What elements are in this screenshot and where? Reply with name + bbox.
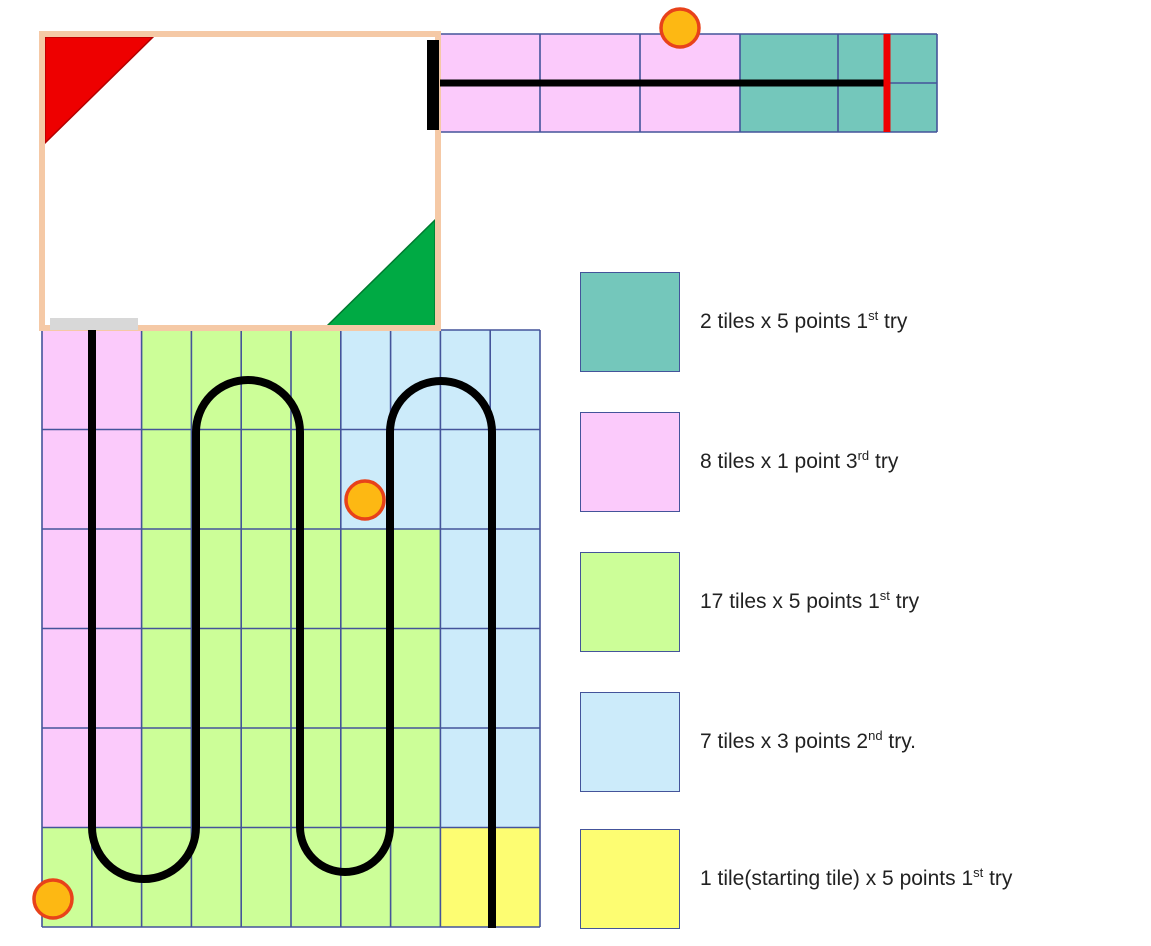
base-area bbox=[39, 31, 441, 331]
tile bbox=[440, 529, 491, 629]
legend-text-ordinal: st bbox=[879, 588, 890, 603]
tile bbox=[42, 728, 92, 828]
legend-swatch bbox=[580, 692, 680, 792]
black-exit-bar bbox=[427, 40, 439, 130]
tile bbox=[241, 728, 291, 828]
legend-item-green: 17 tiles x 5 points 1st try bbox=[580, 552, 1151, 652]
tile bbox=[490, 429, 540, 529]
legend-text-main: 7 tiles x 3 points 2 bbox=[700, 730, 869, 753]
marker-top-strip bbox=[659, 7, 701, 49]
legend-text: 1 tile(starting tile) x 5 points 1st try bbox=[700, 865, 1013, 891]
tile bbox=[490, 529, 540, 629]
tile bbox=[340, 330, 391, 430]
legend-text-ordinal: rd bbox=[857, 448, 870, 463]
legend-text-main: 1 tile(starting tile) x 5 points 1 bbox=[700, 867, 974, 890]
marker-center bbox=[344, 479, 386, 521]
legend-text-suffix: try bbox=[983, 867, 1013, 890]
tile bbox=[141, 330, 192, 430]
tile bbox=[241, 827, 291, 927]
tile bbox=[42, 330, 92, 430]
main-grid bbox=[41, 329, 541, 928]
legend-text: 8 tiles x 1 point 3rd try bbox=[700, 448, 899, 474]
tile bbox=[141, 628, 192, 728]
tile bbox=[91, 429, 142, 529]
tile bbox=[340, 728, 391, 828]
tile bbox=[91, 529, 142, 629]
base-area-fill bbox=[42, 34, 438, 328]
tile bbox=[340, 628, 391, 728]
tile bbox=[241, 529, 291, 629]
legend-text-suffix: try bbox=[869, 450, 899, 473]
tile bbox=[490, 827, 540, 927]
tile bbox=[440, 827, 491, 927]
tile bbox=[490, 728, 540, 828]
tile bbox=[340, 529, 391, 629]
legend-text-ordinal: st bbox=[868, 308, 879, 323]
legend-text-main: 8 tiles x 1 point 3 bbox=[700, 450, 858, 473]
base-area-border bbox=[39, 31, 441, 331]
legend-text-ordinal: nd bbox=[868, 728, 883, 743]
gray-entry-strip bbox=[50, 318, 138, 330]
tile bbox=[241, 628, 291, 728]
legend-text: 17 tiles x 5 points 1st try bbox=[700, 588, 920, 614]
tile bbox=[390, 429, 441, 529]
tile bbox=[340, 827, 391, 927]
tracks bbox=[88, 34, 891, 928]
legend-text-suffix: try bbox=[878, 310, 908, 333]
legend-swatch bbox=[580, 412, 680, 512]
tile bbox=[490, 330, 540, 430]
legend-swatch bbox=[580, 272, 680, 372]
legend-item-blue: 7 tiles x 3 points 2nd try. bbox=[580, 692, 1151, 792]
tile bbox=[440, 728, 491, 828]
legend-swatch bbox=[580, 829, 680, 929]
legend-item-teal: 2 tiles x 5 points 1st try bbox=[580, 272, 1151, 372]
tile bbox=[91, 628, 142, 728]
tile bbox=[91, 728, 142, 828]
tile bbox=[390, 529, 441, 629]
legend-text-suffix: try bbox=[889, 590, 920, 613]
tile bbox=[390, 827, 441, 927]
tile bbox=[141, 529, 192, 629]
legend-text: 2 tiles x 5 points 1st try bbox=[700, 308, 908, 334]
tile bbox=[241, 429, 291, 529]
legend-item-yellow: 1 tile(starting tile) x 5 points 1st try bbox=[580, 829, 1151, 929]
tile bbox=[390, 628, 441, 728]
tile bbox=[440, 429, 491, 529]
tile bbox=[141, 728, 192, 828]
legend-text-main: 2 tiles x 5 points 1 bbox=[700, 310, 869, 333]
markers bbox=[32, 7, 701, 920]
tile bbox=[390, 728, 441, 828]
tile bbox=[42, 628, 92, 728]
tile bbox=[42, 529, 92, 629]
tile bbox=[42, 429, 92, 529]
tile bbox=[490, 628, 540, 728]
legend-text-main: 17 tiles x 5 points 1 bbox=[700, 590, 880, 613]
tile bbox=[440, 628, 491, 728]
legend-item-pink: 8 tiles x 1 point 3rd try bbox=[580, 412, 1151, 512]
legend-text-ordinal: st bbox=[973, 865, 984, 880]
legend-text: 7 tiles x 3 points 2nd try. bbox=[700, 728, 917, 754]
serpentine-track bbox=[88, 330, 496, 928]
tile bbox=[91, 330, 142, 430]
tile bbox=[191, 827, 242, 927]
tile bbox=[141, 429, 192, 529]
legend-text-suffix: try. bbox=[882, 730, 917, 753]
legend-swatch bbox=[580, 552, 680, 652]
marker-bottom-left bbox=[32, 878, 74, 920]
